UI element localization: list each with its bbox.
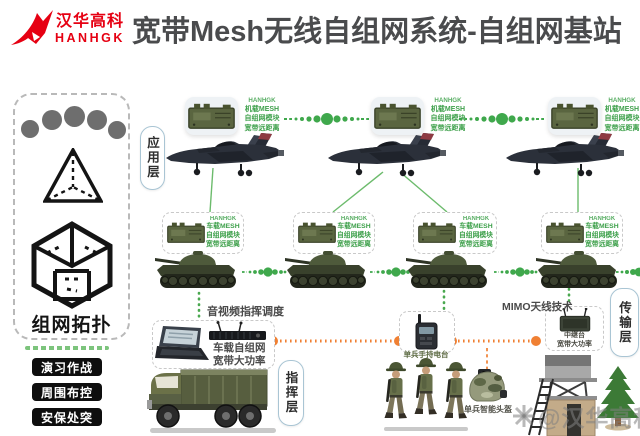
mesh-module-icon	[374, 103, 421, 129]
mesh-module-icon	[551, 103, 598, 129]
topology-panel: 组网拓扑	[13, 93, 130, 340]
page-title: 宽带Mesh无线自组网系统-自组网基站	[132, 16, 622, 48]
watermark: @汉华高科	[512, 399, 640, 433]
watchtower-icon	[528, 355, 597, 436]
mimo-label: MIMO天线技术	[502, 301, 573, 313]
truck-shadow	[150, 428, 276, 433]
mesh-module-icon	[418, 222, 456, 243]
logo-en-text: HANHGK	[55, 31, 125, 45]
mesh-module-icon	[546, 222, 584, 243]
smart-helmet-label: 单兵智能头盔	[464, 405, 512, 414]
mesh-module-icon	[188, 103, 235, 129]
brand-logo: 汉华高科 HANHGK	[6, 3, 130, 49]
fighter-jet-icon	[505, 132, 625, 178]
smart-helmet-icon	[469, 369, 507, 402]
layer-pill-application: 应用层	[140, 126, 165, 190]
av-dispatch-label: 音视频指挥调度	[207, 306, 284, 318]
relay-label-1: 中继台	[564, 332, 585, 339]
watermark-text: @汉华高科	[538, 405, 640, 431]
layer-pill-command: 指挥层	[278, 360, 304, 426]
airborne-mesh-module-card-2	[371, 97, 424, 135]
tank-icon	[285, 250, 367, 289]
handheld-radio-card	[399, 311, 455, 353]
logo-bird-icon	[11, 10, 53, 45]
handheld-radio-icon	[415, 314, 438, 350]
laptop-icon	[155, 326, 209, 360]
scenario-button-exercise: 演习作战	[32, 358, 102, 376]
fighter-jet-icon	[165, 132, 285, 178]
command-vehicle-net-card: 车载自组网 宽带大功率	[152, 320, 275, 369]
mesh-module-icon	[167, 222, 205, 243]
mesh-module-icon	[298, 222, 336, 243]
soldier-shadow	[384, 427, 468, 431]
tank-icon	[536, 250, 618, 289]
scenario-button-perimeter: 周围布控	[32, 383, 102, 401]
relay-station-card: 中继台 宽带大功率	[545, 306, 604, 351]
vehicle-net-label-1: 车载自组网	[213, 342, 266, 354]
tetrahedron-icon	[43, 148, 103, 203]
console-device-icon	[209, 321, 266, 340]
airborne-mesh-module-card-3	[548, 97, 601, 135]
green-divider	[25, 346, 109, 350]
topology-title: 组网拓扑	[31, 315, 112, 336]
military-truck-icon	[147, 369, 268, 428]
logo-cn-text: 汉华高科	[56, 13, 125, 30]
tank-icon	[406, 250, 488, 289]
polyhedron-icon	[31, 221, 113, 309]
pine-tree-icon	[597, 366, 639, 431]
relay-label-2: 宽带大功率	[557, 341, 592, 348]
soldiers-icon	[384, 358, 467, 419]
airborne-mesh-module-card-1	[185, 97, 238, 135]
tank-icon	[155, 250, 237, 289]
vehicle-net-label-2: 宽带大功率	[213, 355, 266, 367]
relay-device-icon	[559, 308, 591, 332]
watermark-star-icon	[513, 405, 535, 427]
layer-pill-transport: 传输层	[610, 288, 639, 357]
scenario-button-security: 安保处突	[32, 408, 102, 426]
handheld-radio-label: 单兵手持电台	[403, 350, 449, 359]
fighter-jet-icon	[327, 132, 447, 178]
